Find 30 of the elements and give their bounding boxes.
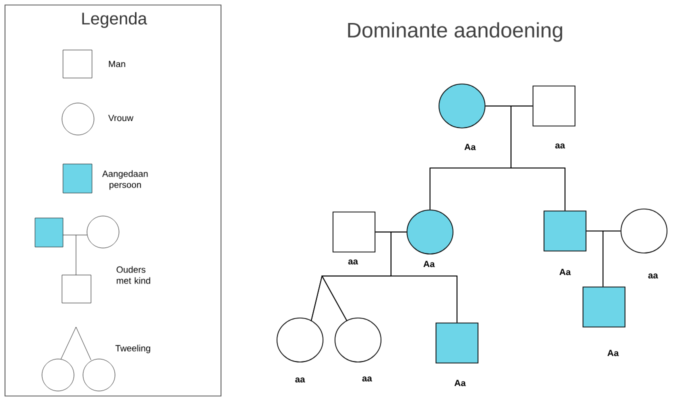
genotype-label: Aa [607, 350, 619, 356]
male-symbol [544, 210, 586, 252]
legend-text: Vrouw [108, 114, 134, 122]
male-symbol [332, 212, 376, 252]
legend-text: Tweeling [115, 344, 150, 354]
genotype-label: Aa [423, 260, 435, 268]
legend-text: Ouders met kind [116, 266, 150, 284]
genotype-label: aa [362, 376, 372, 382]
legend-heading: Legenda [82, 12, 148, 28]
female-symbol [406, 210, 454, 254]
pedigree-line [602, 230, 621, 287]
male-symbol [436, 322, 478, 364]
genotype-label: aa [348, 260, 358, 264]
female-symbol [334, 318, 382, 362]
female-symbol [438, 84, 486, 128]
female-symbol [620, 208, 668, 254]
genotype-label: Aa [464, 144, 476, 150]
genotype-label: aa [555, 144, 566, 148]
genotype-label: aa [648, 274, 658, 278]
genotype-label: aa [295, 378, 306, 382]
legend-text: Man [108, 60, 126, 68]
pedigree-line [390, 232, 458, 323]
male-symbol [582, 286, 626, 328]
legend-text: Aangedaan persoon [102, 170, 148, 190]
male-symbol [532, 86, 576, 126]
diagram-title: Dominante aandoening [348, 22, 562, 42]
genotype-label: Aa [559, 268, 571, 276]
genotype-label: Aa [454, 380, 466, 386]
pedigree-line [510, 106, 566, 211]
female-symbol [276, 318, 324, 362]
